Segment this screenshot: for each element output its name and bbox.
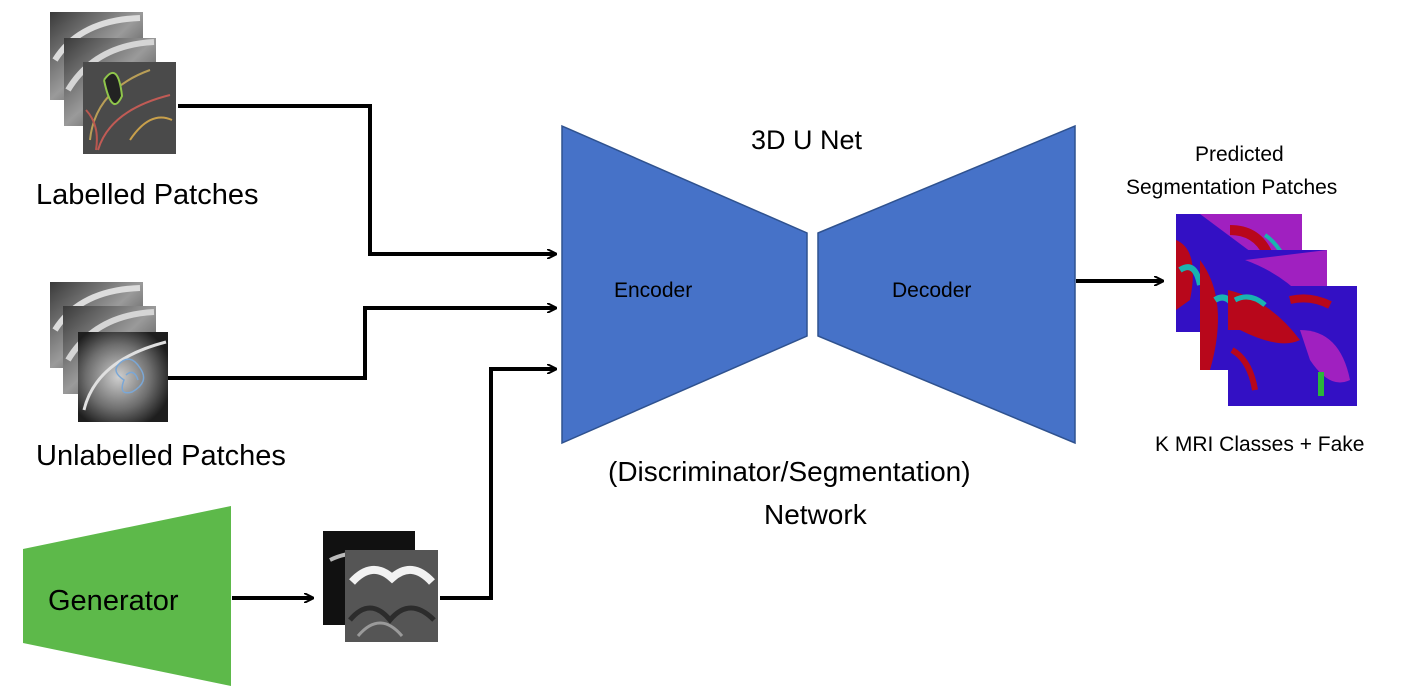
generator-trapezoid (23, 506, 231, 686)
mri-patch-front (83, 62, 176, 154)
unlabelled-patches-stack (50, 282, 168, 422)
unlabelled-to-encoder-arrow (168, 308, 555, 380)
network-caption-line1: (Discriminator/Segmentation) (608, 456, 971, 487)
generated-patches-stack (323, 531, 438, 642)
generated-to-encoder-arrow (440, 369, 555, 600)
unlabelled-patches-label: Unlabelled Patches (36, 440, 286, 472)
unet-title: 3D U Net (751, 125, 863, 155)
encoder-label: Encoder (614, 279, 692, 302)
segmentation-patches-stack (1176, 214, 1357, 406)
network-caption-line2: Network (764, 499, 868, 530)
labelled-patches-label: Labelled Patches (36, 179, 259, 211)
labelled-to-encoder-arrow (178, 104, 555, 254)
generator-label: Generator (48, 585, 179, 617)
seg-patch-front (1228, 286, 1357, 406)
output-title-line2: Segmentation Patches (1126, 176, 1337, 199)
encoder-trapezoid (561, 124, 808, 445)
labelled-patches-stack (50, 12, 176, 154)
decoder-label: Decoder (892, 279, 971, 302)
connector-lines (168, 104, 1162, 600)
decoder-trapezoid (817, 124, 1076, 445)
unet-network: Encoder Decoder (561, 124, 1076, 445)
output-title-line1: Predicted (1195, 143, 1284, 166)
generator-block: Generator (23, 506, 231, 686)
output-classes-label: K MRI Classes + Fake (1155, 433, 1364, 456)
